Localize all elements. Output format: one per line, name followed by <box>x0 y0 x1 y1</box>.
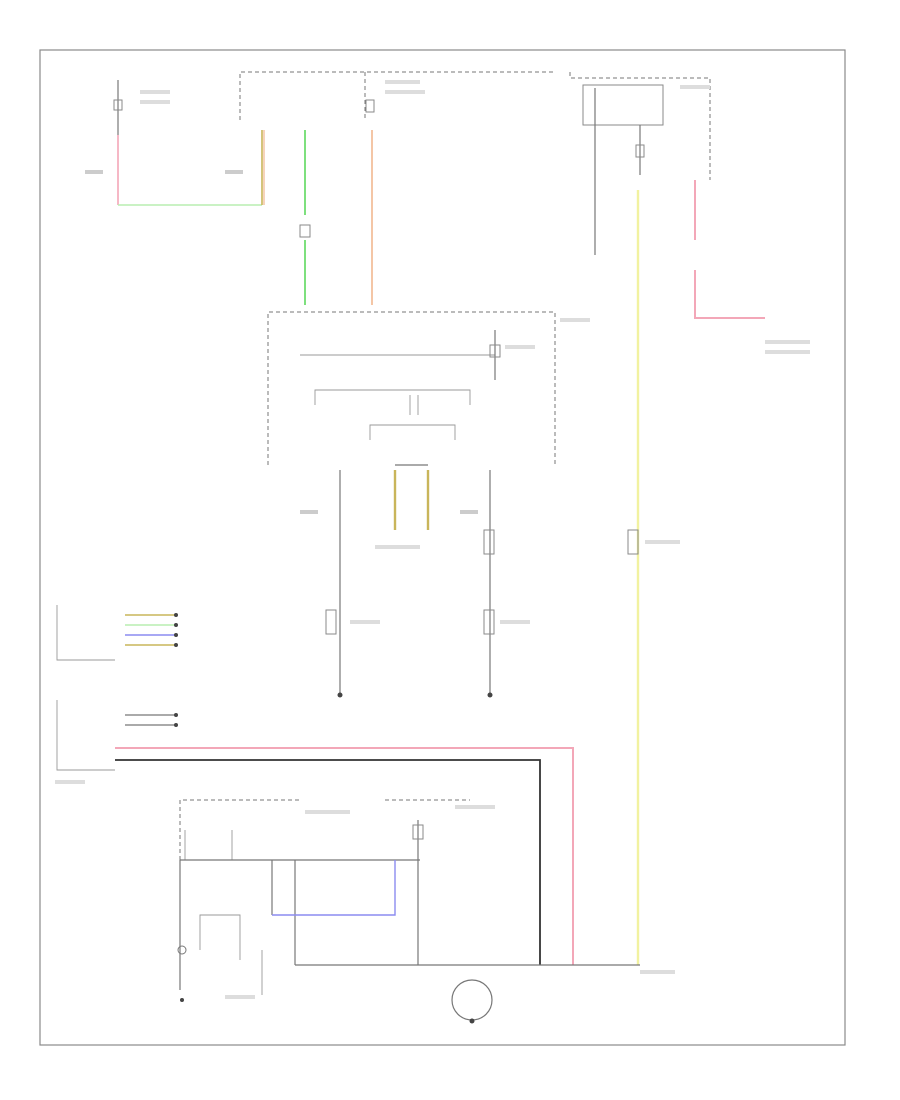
middle-connectors <box>325 464 495 698</box>
junction-block-top-center <box>239 71 555 305</box>
diagram-frame <box>39 49 846 1046</box>
ecm-block <box>267 311 556 465</box>
harness-runs <box>115 747 640 966</box>
left-connectors <box>56 605 178 771</box>
fine-print-labels <box>55 80 810 999</box>
ground-symbol <box>451 979 493 1024</box>
battery-starter-block <box>177 799 470 1002</box>
fuse-block-top-left <box>113 80 265 206</box>
fuse-relay-top-right <box>569 72 765 965</box>
